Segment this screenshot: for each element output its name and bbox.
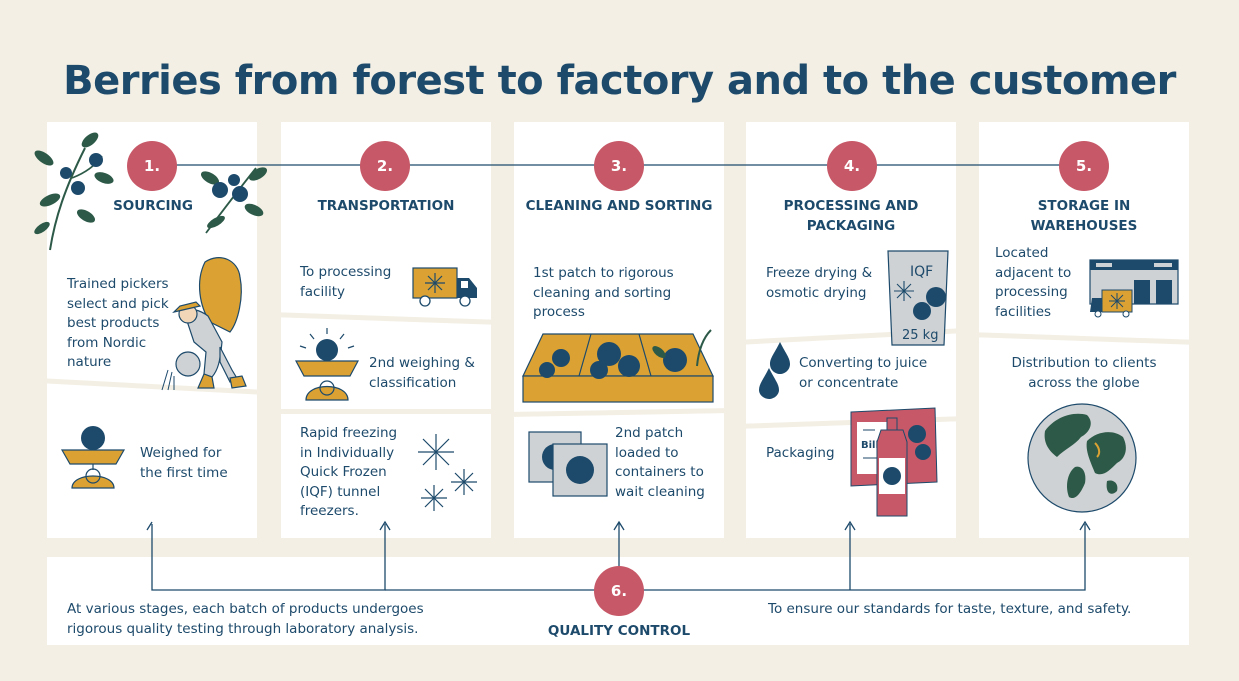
scale-classification-icon [295,328,359,401]
step-heading-storage: STORAGE IN WAREHOUSES [1030,198,1138,234]
step-heading-transportation: TRANSPORTATION [317,198,455,214]
storage-located-text: Located adjacent to processing facilitie… [995,245,1072,320]
blueberry-branch-small-icon [200,167,268,234]
bag-weight-label: 25 kg [902,328,938,343]
cleaning-second-patch-text: 2nd patch loaded to containers to wait c… [615,425,705,500]
step-heading-processing: PROCESSING AND PACKAGING [783,198,919,234]
transport-weighing-text: 2nd weighing & classification [369,355,475,391]
iqf-bag-icon: IQF 25 kg [887,250,949,346]
warehouse-icon [1089,259,1179,318]
quality-control-heading: QUALITY CONTROL [547,623,691,639]
scale-icon [60,426,126,489]
processing-freeze-text: Freeze drying & osmotic drying [766,265,873,301]
processing-packaging-text: Packaging [766,445,835,461]
drop-icon [759,342,790,399]
step-number-1: 1. [127,141,177,191]
packaging-icon: Bilb [850,407,938,517]
cleaning-first-patch-text: 1st patch to rigorous cleaning and sorti… [533,265,674,320]
package-brand-label: Bilb [861,440,883,451]
page-title: Berries from forest to factory and to th… [63,58,1176,104]
snowflake-icon [418,434,477,511]
blueberry-branch-icon [34,132,114,251]
containers-icon [528,431,608,497]
globe-icon [1027,403,1137,513]
transport-freezing-text: Rapid freezing in Individually Quick Fro… [300,425,398,519]
processing-juice-text: Converting to juice or concentrate [799,355,928,391]
quality-left-text: At various stages, each batch of product… [67,601,424,637]
step-number-6: 6. [594,566,644,616]
sourcing-pickers-text: Trained pickers select and pick best pro… [67,276,169,370]
panel-transportation [281,122,491,538]
step-number-5: 5. [1059,141,1109,191]
step-number-4: 4. [827,141,877,191]
quality-right-text: To ensure our standards for taste, textu… [768,601,1132,617]
step-heading-sourcing: SOURCING [113,198,193,214]
step-number-2: 2. [360,141,410,191]
step-number-3: 3. [594,141,644,191]
berry-picker-icon [161,257,247,391]
step-heading-cleaning: CLEANING AND SORTING [525,198,713,214]
sorting-tray-icon [522,329,714,403]
storage-distribution-text: Distribution to clients across the globe [1011,355,1157,391]
iqf-label: IQF [910,264,933,280]
transport-processing-text: To processing facility [300,264,392,300]
sourcing-weighed-text: Weighed for the first time [140,445,228,481]
truck-icon [412,267,477,307]
